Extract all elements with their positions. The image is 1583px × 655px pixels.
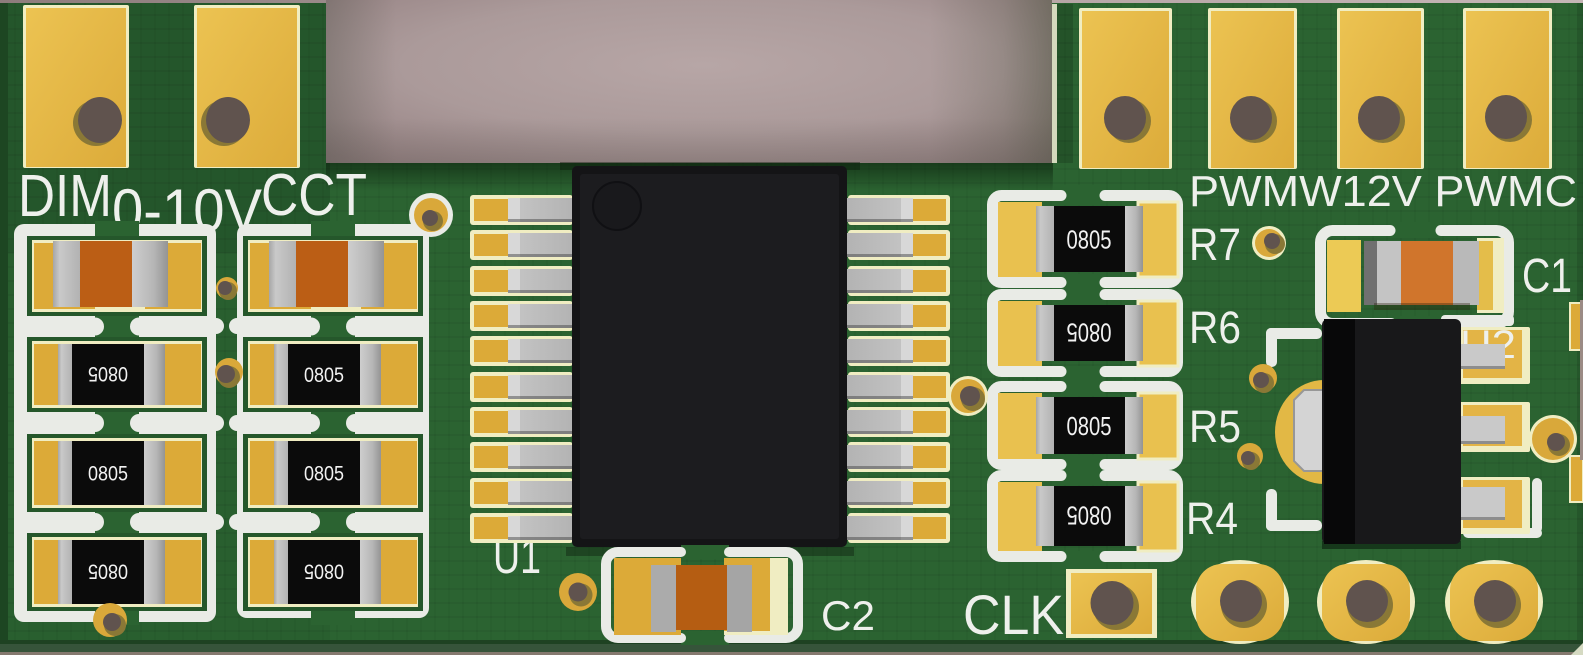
- svg-text:R4: R4: [1186, 493, 1238, 544]
- svg-text:0805: 0805: [88, 559, 128, 582]
- svg-text:CLK: CLK: [963, 583, 1064, 646]
- svg-text:PWMW12V PWMC: PWMW12V PWMC: [1189, 167, 1577, 216]
- svg-text:0805: 0805: [304, 364, 344, 387]
- svg-text:0805: 0805: [1067, 501, 1112, 531]
- svg-text:DIM: DIM: [18, 163, 112, 229]
- svg-text:0805: 0805: [304, 463, 344, 486]
- svg-text:0805: 0805: [1067, 224, 1112, 254]
- svg-text:CCT: CCT: [261, 162, 367, 228]
- svg-text:R6: R6: [1189, 302, 1241, 353]
- svg-text:C1: C1: [1522, 250, 1572, 303]
- svg-text:C2: C2: [821, 592, 875, 639]
- svg-text:0805: 0805: [1067, 318, 1112, 348]
- svg-text:R7: R7: [1189, 219, 1241, 270]
- svg-text:0805: 0805: [1067, 411, 1112, 441]
- svg-text:0805: 0805: [304, 559, 344, 582]
- svg-text:0805: 0805: [88, 463, 128, 486]
- svg-text:0805: 0805: [88, 362, 128, 385]
- svg-text:R5: R5: [1189, 401, 1241, 452]
